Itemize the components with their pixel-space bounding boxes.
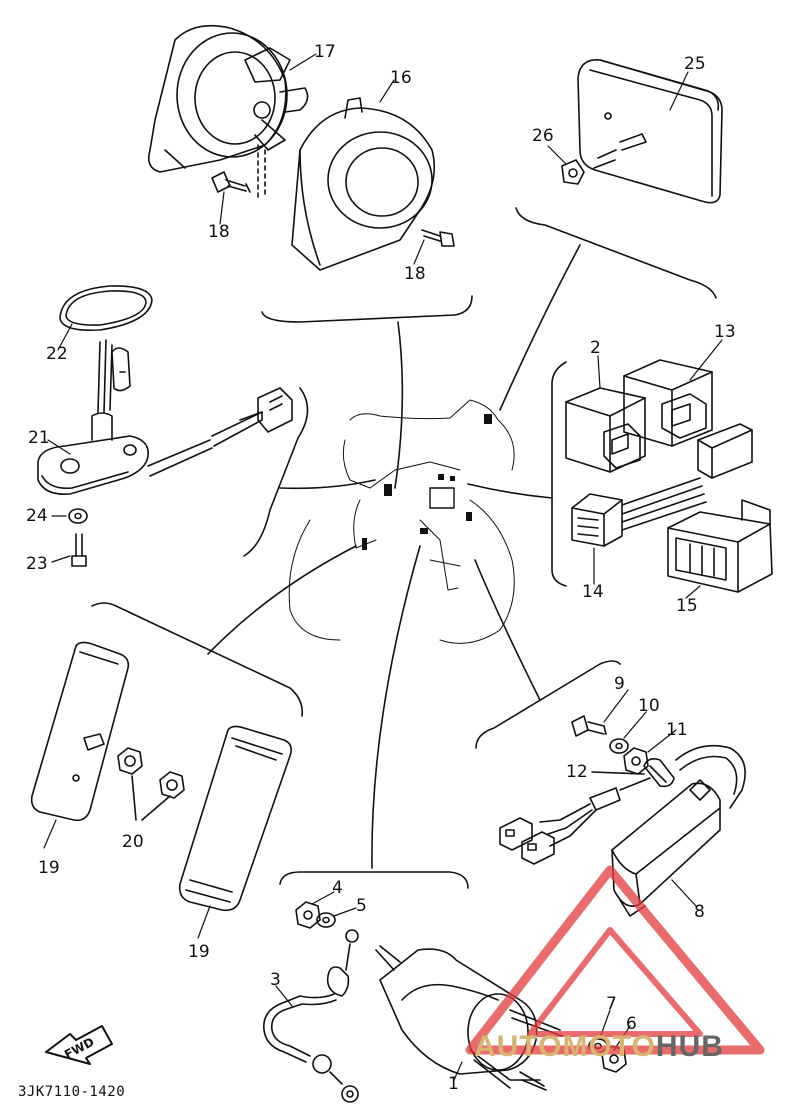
leader-horns <box>394 321 404 489</box>
gasket-22[interactable] <box>59 285 153 332</box>
watermark-text: AUTOMOTOHUB <box>474 1030 724 1064</box>
label-2: 2 <box>590 338 601 358</box>
horn-16[interactable] <box>291 97 436 271</box>
label-17: 17 <box>314 42 336 62</box>
frame-relay-box <box>429 487 455 509</box>
label-3: 3 <box>270 970 281 990</box>
label-18-left: 18 <box>208 222 230 242</box>
label-25: 25 <box>684 54 706 74</box>
starter-group-bracket <box>279 871 469 889</box>
label-11: 11 <box>666 720 688 740</box>
label-1: 1 <box>448 1074 459 1094</box>
label-10: 10 <box>638 696 660 716</box>
washer-10[interactable] <box>609 738 629 754</box>
side-reflector-19-left[interactable] <box>30 641 130 822</box>
washer-24[interactable] <box>68 508 88 524</box>
side-reflector-19-right[interactable] <box>178 725 292 912</box>
watermark-text-part2: HUB <box>655 1030 724 1063</box>
label-6: 6 <box>626 1014 637 1034</box>
leader-20 <box>131 775 171 821</box>
relay-connector[interactable] <box>697 423 753 479</box>
label-22: 22 <box>46 344 68 364</box>
side-reflector-group-bracket <box>91 602 304 717</box>
connector-group-bracket <box>551 361 567 587</box>
label-26: 26 <box>532 126 554 146</box>
leader-side-reflectors <box>207 545 357 655</box>
connector-15[interactable] <box>667 499 773 593</box>
label-21: 21 <box>28 428 50 448</box>
rectifier-group-bracket <box>475 660 621 749</box>
rectifier-8[interactable] <box>611 779 721 917</box>
screw-23[interactable] <box>71 533 87 567</box>
label-9: 9 <box>614 674 625 694</box>
label-8: 8 <box>694 902 705 922</box>
connector-13[interactable] <box>623 359 713 447</box>
frame-silhouette <box>288 399 515 644</box>
bolt-18-left[interactable] <box>211 171 251 193</box>
fuel-sender-21[interactable] <box>37 339 293 496</box>
horn-17[interactable] <box>147 24 309 201</box>
label-4: 4 <box>332 878 343 898</box>
label-13: 13 <box>714 322 736 342</box>
label-7: 7 <box>606 994 617 1014</box>
clamp-12[interactable] <box>643 758 675 788</box>
nut-11[interactable] <box>623 747 649 775</box>
horn-group-bracket <box>261 295 473 323</box>
sender-group-bracket <box>243 387 309 557</box>
label-23: 23 <box>26 554 48 574</box>
label-leaders <box>43 53 723 1081</box>
reflector-25[interactable] <box>577 59 723 204</box>
nut-20b[interactable] <box>159 771 185 799</box>
connector-2[interactable] <box>565 387 646 473</box>
nut-20a[interactable] <box>117 747 143 775</box>
label-5: 5 <box>356 896 367 916</box>
label-16: 16 <box>390 68 412 88</box>
leader-rectifier <box>474 559 541 701</box>
label-18-right: 18 <box>404 264 426 284</box>
bolt-26[interactable] <box>561 133 647 185</box>
label-12: 12 <box>566 762 588 782</box>
reflector-group-bracket <box>515 207 717 299</box>
nut-4[interactable] <box>295 901 321 929</box>
leader-reflector <box>499 244 581 411</box>
label-20: 20 <box>122 832 144 852</box>
bolt-18-right[interactable] <box>421 229 455 247</box>
bolt-9[interactable] <box>571 715 607 737</box>
part-code: 3JK7110-1420 <box>18 1084 126 1100</box>
lead-wire-3[interactable] <box>263 929 359 1103</box>
label-15: 15 <box>676 596 698 616</box>
label-14: 14 <box>582 582 604 602</box>
rectifier-harness[interactable] <box>499 744 746 865</box>
watermark-logo <box>465 865 765 1055</box>
label-19-right: 19 <box>188 942 210 962</box>
leader-starter <box>371 545 421 869</box>
watermark-text-part1: AUTOMOTO <box>474 1030 656 1063</box>
leader-12 <box>591 771 645 775</box>
leader-sender <box>279 479 376 490</box>
leader-connectors <box>467 483 553 499</box>
washer-5[interactable] <box>316 912 336 928</box>
label-24: 24 <box>26 506 48 526</box>
fwd-arrow-icon: FWD <box>45 1025 113 1065</box>
frame-markers <box>362 414 492 550</box>
connector-14[interactable] <box>571 477 707 547</box>
label-19-left: 19 <box>38 858 60 878</box>
